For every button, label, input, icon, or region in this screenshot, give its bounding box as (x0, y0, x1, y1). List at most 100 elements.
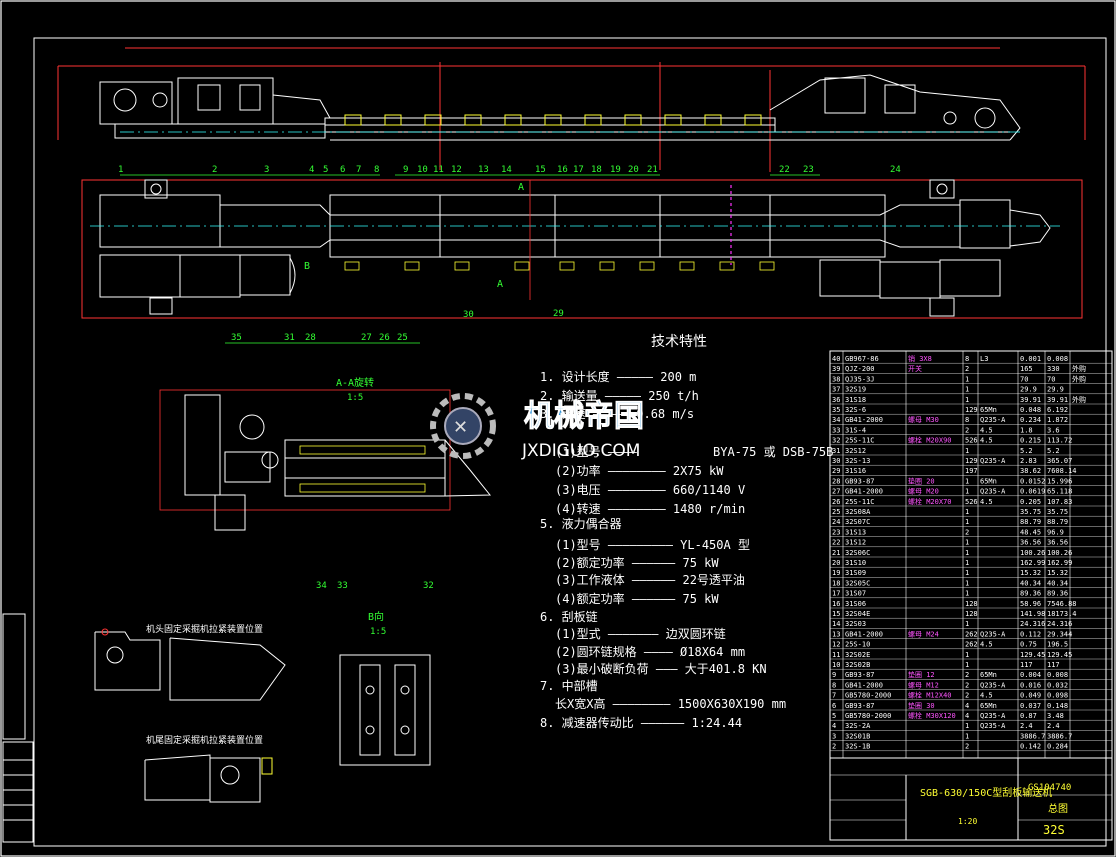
table-cell: 31S13 (845, 528, 866, 536)
table-cell: 0.148 (1047, 702, 1068, 710)
spec-6-1: (1)型式 ——————— 边双圆环链 (555, 626, 726, 641)
table-cell: 20 (832, 559, 840, 567)
table-cell: 40 (832, 355, 840, 363)
table-cell: 35 (832, 406, 840, 414)
table-cell: 3886.7 (1020, 732, 1045, 740)
table-cell: 4.5 (980, 692, 993, 700)
table-cell: 垫圈 30 (908, 701, 935, 710)
table-cell: 0.004 (1020, 671, 1041, 679)
spec-2: 2. 输送量 ————— 250 t/h (540, 388, 699, 403)
table-cell: 31S10 (845, 559, 866, 567)
table-cell: 2 (965, 528, 969, 536)
table-cell: 27 (832, 488, 840, 496)
table-cell: GB5780-2000 (845, 692, 891, 700)
table-cell: 2 (965, 681, 969, 689)
balloon-16: 16 (557, 165, 568, 175)
table-cell: 4 (832, 722, 836, 730)
watermark-title: 机械帝国 (524, 399, 644, 434)
left-stamp-boxes (2, 613, 34, 843)
table-cell: 3.6 (1047, 426, 1060, 434)
table-cell: 196.5 (1047, 641, 1068, 649)
table-cell: 0.001 (1020, 355, 1041, 363)
table-cell: 65Mn (980, 477, 997, 485)
table-cell: 2 (832, 743, 836, 751)
table-cell: 16 (832, 600, 840, 608)
table-cell: GB967-86 (845, 355, 879, 363)
table-cell: 2.83 (1020, 457, 1037, 465)
head-fixture-sketch (94, 628, 286, 701)
table-cell: 58.96 (1020, 600, 1041, 608)
table-cell: GB5780-2000 (845, 712, 891, 720)
table-cell: 螺母 M12 (908, 680, 939, 689)
spec-1: 1. 设计长度 ————— 200 m (540, 369, 696, 384)
section-a-a-view (159, 389, 492, 531)
table-cell: 70 (1020, 375, 1028, 383)
table-cell: 5.2 (1020, 447, 1033, 455)
table-cell: 7608.14 (1047, 467, 1077, 475)
table-cell: 0.098 (1047, 692, 1068, 700)
table-cell: 29.9 (1020, 386, 1037, 394)
table-cell: 1 (965, 569, 969, 577)
table-cell: 1.872 (1047, 416, 1068, 424)
table-cell: 31S09 (845, 569, 866, 577)
table-cell: 32S02B (845, 661, 870, 669)
spec-5-3: (3)工作液体 —————— 22号透平油 (555, 572, 745, 587)
table-cell: 32 (832, 437, 840, 445)
balloon-9: 9 (403, 165, 408, 175)
spec-5-2: (2)额定功率 —————— 75 kW (555, 555, 719, 570)
table-cell: 4.5 (980, 641, 993, 649)
table-cell: 40.34 (1047, 579, 1068, 587)
table-cell: 外购 (1072, 395, 1086, 404)
table-cell: 129 (965, 406, 978, 414)
table-cell: 30 (832, 457, 840, 465)
table-cell: 2.4 (1020, 722, 1033, 730)
table-cell: 31S12 (845, 539, 866, 547)
table-cell: 31 (832, 447, 840, 455)
spec-3: 3. 链速 ————— 0.68 m/s (540, 406, 694, 421)
table-cell: 0.048 (1020, 406, 1041, 414)
table-cell: 65Mn (980, 406, 997, 414)
table-cell: 1 (965, 396, 969, 404)
table-cell: L3 (980, 355, 988, 363)
balloon-6: 6 (340, 165, 345, 175)
balloon-27: 27 (361, 333, 372, 343)
balloon-29: 29 (553, 309, 564, 319)
table-cell: 24 (832, 518, 840, 526)
balloon-23: 23 (803, 165, 814, 175)
table-cell: 36 (832, 396, 840, 404)
section-a-a-title: A-A旋转 (336, 376, 374, 389)
table-cell: 3886.7 (1047, 732, 1072, 740)
elevation-view (57, 47, 1086, 172)
drawing-name: 总图 (1048, 802, 1068, 815)
table-cell: 螺栓 M30X120 (908, 711, 956, 720)
table-cell: GB93-87 (845, 671, 875, 679)
table-cell: 10 (832, 661, 840, 669)
table-cell: 25S-11C (845, 437, 875, 445)
table-cell: 15.32 (1047, 569, 1068, 577)
table-cell: 162.99 (1047, 559, 1072, 567)
balloon-2: 2 (212, 165, 217, 175)
head-fixture-title: 机头固定采掘机拉紧装置位置 (146, 623, 263, 635)
balloon-21: 21 (647, 165, 658, 175)
view-b-scale: 1:5 (370, 627, 386, 637)
table-cell: 89.36 (1020, 590, 1041, 598)
table-cell: 12 (832, 641, 840, 649)
table-cell: 6 (832, 702, 836, 710)
table-cell: 螺母 M24 (908, 629, 939, 638)
section-mark-b: B (304, 261, 310, 272)
table-cell: 螺母 M20 (908, 487, 939, 496)
balloon-32: 32 (423, 581, 434, 591)
spec-heading: 技术特性 (651, 334, 707, 350)
table-cell: 29.9 (1047, 386, 1064, 394)
table-cell: 162.99 (1020, 559, 1045, 567)
table-cell: 17 (832, 590, 840, 598)
table-cell: 23 (832, 528, 840, 536)
table-cell: 128 (965, 610, 978, 618)
table-cell: 129.45 (1047, 651, 1072, 659)
spec-5-1: (1)型号 ————————— YL-450A 型 (555, 538, 750, 552)
table-cell: 70 (1047, 375, 1055, 383)
table-cell: 32S-1B (845, 743, 870, 751)
